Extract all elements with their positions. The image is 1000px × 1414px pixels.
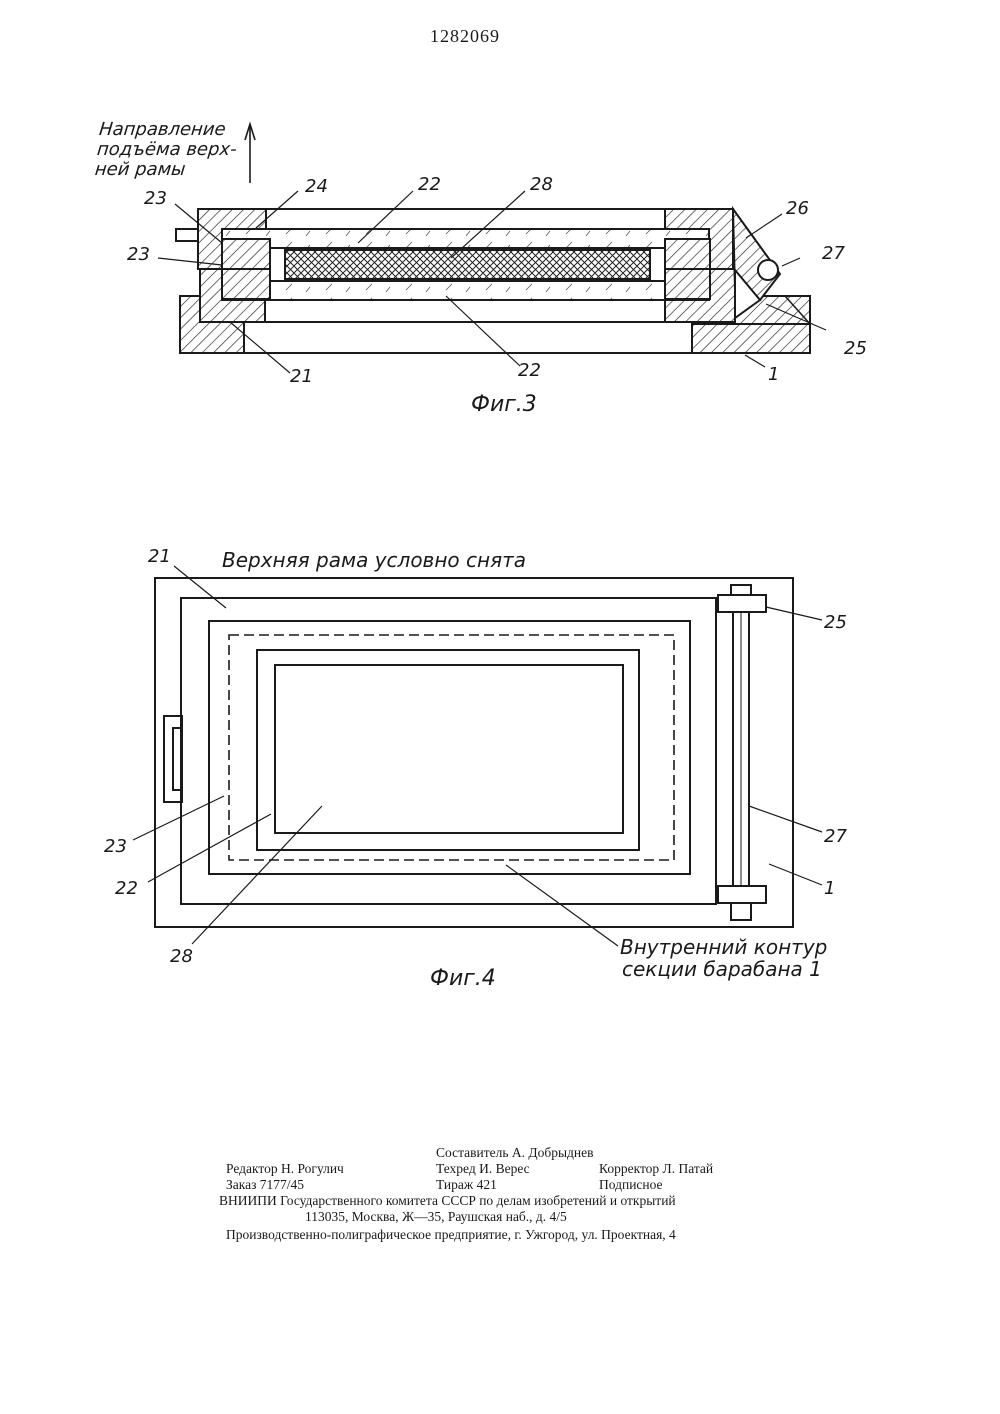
- fig4-plan: [133, 566, 822, 946]
- fig3-ref-24: 24: [305, 176, 328, 197]
- fig4-ref-1: 1: [824, 878, 835, 899]
- fig3-ref-27: 27: [822, 243, 845, 264]
- fig4-ref-21: 21: [148, 546, 171, 567]
- footer-order: Заказ 7177/45: [226, 1176, 304, 1193]
- fig3-ref-1: 1: [768, 364, 779, 385]
- footer-address: 113035, Москва, Ж—35, Раушская наб., д. …: [305, 1208, 567, 1225]
- fig4-ref-27: 27: [824, 826, 847, 847]
- footer-corrector: Корректор Л. Патай: [599, 1160, 713, 1177]
- fig3-ref-22-bottom: 22: [518, 360, 541, 381]
- fig3-ref-26: 26: [786, 198, 809, 219]
- fig4-note: Верхняя рама условно снята: [222, 548, 526, 572]
- direction-label: Направление подъёма верх- ней рамы: [94, 120, 240, 180]
- direction-line-3: ней рамы: [94, 160, 236, 180]
- fig4-ref-25: 25: [824, 612, 847, 633]
- footer-editor: Редактор Н. Рогулич: [226, 1160, 344, 1177]
- contour-line-2: секции барабана 1: [620, 958, 827, 980]
- fig3-ref-23-left: 23: [127, 244, 150, 265]
- footer-techred: Техред И. Верес: [436, 1160, 530, 1177]
- patent-number: 1282069: [430, 26, 500, 47]
- footer-composer: Составитель А. Добрыднев: [436, 1144, 594, 1161]
- fig3-ref-25: 25: [844, 338, 867, 359]
- fig3-ref-28: 28: [530, 174, 553, 195]
- direction-line-2: подъёма верх-: [96, 140, 238, 160]
- fig4-ref-22: 22: [115, 878, 138, 899]
- footer-subscription: Подписное: [599, 1176, 663, 1193]
- fig4-ref-23: 23: [104, 836, 127, 857]
- fig4-caption: Фиг.4: [430, 966, 496, 991]
- fig3-caption: Фиг.3: [471, 392, 537, 417]
- fig4-ref-28: 28: [170, 946, 193, 967]
- fig3-ref-23-top: 23: [144, 188, 167, 209]
- contour-line-1: Внутренний контур: [620, 936, 827, 958]
- fig3-section: [158, 124, 826, 373]
- fig3-ref-22-top: 22: [418, 174, 441, 195]
- footer-org: ВНИИПИ Государственного комитета СССР по…: [219, 1192, 676, 1209]
- fig3-ref-21: 21: [290, 366, 313, 387]
- footer-circulation: Тираж 421: [436, 1176, 497, 1193]
- fig4-contour-label: Внутренний контур секции барабана 1: [620, 936, 827, 980]
- direction-line-1: Направление: [98, 120, 240, 140]
- footer-plant: Производственно-полиграфическое предприя…: [226, 1226, 676, 1243]
